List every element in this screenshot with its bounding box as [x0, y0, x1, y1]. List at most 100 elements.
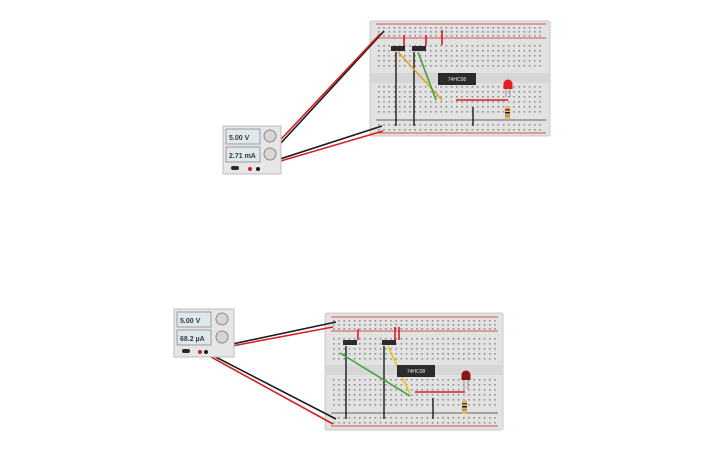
breadboard-hole[interactable] — [409, 111, 411, 113]
breadboard-hole[interactable] — [468, 324, 470, 326]
breadboard-hole[interactable] — [353, 358, 356, 360]
breadboard-hole[interactable] — [482, 31, 484, 33]
breadboard-hole[interactable] — [333, 399, 335, 401]
breadboard-hole[interactable] — [364, 384, 366, 386]
breadboard-hole[interactable] — [528, 106, 531, 108]
breadboard-hole[interactable] — [378, 27, 380, 29]
breadboard-hole[interactable] — [518, 86, 520, 88]
breadboard-hole[interactable] — [445, 86, 448, 88]
breadboard-hole[interactable] — [461, 45, 463, 47]
breadboard-hole[interactable] — [463, 399, 465, 401]
breadboard-hole[interactable] — [508, 65, 510, 67]
breadboard-hole[interactable] — [492, 129, 494, 131]
breadboard-hole[interactable] — [502, 65, 505, 67]
breadboard-hole[interactable] — [404, 124, 406, 126]
breadboard-hole[interactable] — [364, 389, 366, 391]
breadboard-hole[interactable] — [424, 91, 427, 93]
power-switch[interactable] — [231, 166, 239, 170]
breadboard-hole[interactable] — [364, 399, 366, 401]
current-knob[interactable] — [263, 147, 277, 161]
breadboard-hole[interactable] — [463, 320, 465, 322]
breadboard-hole[interactable] — [497, 31, 500, 33]
breadboard-hole[interactable] — [456, 50, 458, 52]
breadboard-hole[interactable] — [463, 394, 465, 396]
breadboard-hole[interactable] — [440, 91, 442, 93]
breadboard-hole[interactable] — [353, 384, 356, 386]
breadboard-hole[interactable] — [523, 45, 526, 47]
breadboard-hole[interactable] — [426, 353, 429, 355]
breadboard-hole[interactable] — [482, 101, 484, 103]
breadboard-hole[interactable] — [426, 394, 429, 396]
breadboard-hole[interactable] — [478, 399, 481, 401]
breadboard-hole[interactable] — [364, 324, 366, 326]
breadboard-hole[interactable] — [482, 91, 484, 93]
breadboard-hole[interactable] — [369, 348, 371, 350]
breadboard-hole[interactable] — [456, 111, 458, 113]
breadboard-hole[interactable] — [466, 101, 468, 103]
breadboard-hole[interactable] — [518, 111, 520, 113]
breadboard-hole[interactable] — [374, 399, 377, 401]
breadboard-hole[interactable] — [416, 358, 418, 360]
breadboard-hole[interactable] — [508, 129, 510, 131]
breadboard-hole[interactable] — [400, 348, 403, 350]
breadboard-hole[interactable] — [478, 324, 481, 326]
breadboard-hole[interactable] — [437, 348, 439, 350]
breadboard-hole[interactable] — [528, 91, 531, 93]
breadboard-hole[interactable] — [483, 389, 486, 391]
breadboard-hole[interactable] — [539, 55, 541, 57]
breadboard-hole[interactable] — [430, 60, 432, 62]
breadboard-hole[interactable] — [398, 91, 401, 93]
breadboard-hole[interactable] — [523, 86, 526, 88]
breadboard-hole[interactable] — [447, 348, 449, 350]
breadboard-hole[interactable] — [400, 358, 403, 360]
breadboard-hole[interactable] — [359, 384, 361, 386]
breadboard-hole[interactable] — [388, 35, 390, 37]
breadboard-hole[interactable] — [414, 101, 416, 103]
power-supply-1[interactable]: 5.00 V 2.71 mA — [222, 125, 282, 175]
breadboard-hole[interactable] — [338, 399, 340, 401]
breadboard-hole[interactable] — [447, 404, 449, 406]
breadboard-hole[interactable] — [390, 399, 392, 401]
breadboard-hole[interactable] — [487, 96, 489, 98]
breadboard-hole[interactable] — [473, 384, 475, 386]
breadboard-hole[interactable] — [487, 124, 489, 126]
breadboard-hole[interactable] — [405, 358, 408, 360]
breadboard-hole[interactable] — [390, 417, 392, 419]
breadboard-hole[interactable] — [471, 96, 474, 98]
breadboard-hole[interactable] — [497, 96, 500, 98]
breadboard-hole[interactable] — [437, 379, 439, 381]
breadboard-hole[interactable] — [431, 394, 434, 396]
breadboard-hole[interactable] — [483, 358, 486, 360]
breadboard-hole[interactable] — [492, 31, 494, 33]
breadboard-hole[interactable] — [534, 45, 536, 47]
breadboard-hole[interactable] — [343, 379, 345, 381]
breadboard-hole[interactable] — [411, 320, 413, 322]
breadboard-hole[interactable] — [383, 86, 385, 88]
breadboard-hole[interactable] — [497, 35, 500, 37]
breadboard-hole[interactable] — [353, 324, 356, 326]
breadboard-hole[interactable] — [450, 96, 453, 98]
breadboard-hole[interactable] — [404, 55, 406, 57]
pushbutton[interactable] — [412, 46, 426, 51]
breadboard-hole[interactable] — [476, 55, 479, 57]
breadboard-hole[interactable] — [364, 353, 366, 355]
breadboard-hole[interactable] — [369, 358, 371, 360]
breadboard-hole[interactable] — [383, 35, 385, 37]
breadboard-hole[interactable] — [353, 417, 356, 419]
breadboard-hole[interactable] — [424, 86, 427, 88]
breadboard-hole[interactable] — [359, 328, 361, 330]
current-knob[interactable] — [215, 330, 229, 344]
breadboard-hole[interactable] — [379, 353, 382, 355]
breadboard-hole[interactable] — [518, 35, 520, 37]
breadboard-hole[interactable] — [452, 384, 455, 386]
breadboard-hole[interactable] — [435, 96, 437, 98]
breadboard-hole[interactable] — [430, 45, 432, 47]
breadboard-hole[interactable] — [385, 394, 387, 396]
breadboard-hole[interactable] — [421, 328, 423, 330]
breadboard-hole[interactable] — [388, 86, 390, 88]
breadboard-hole[interactable] — [478, 404, 481, 406]
breadboard-hole[interactable] — [379, 320, 382, 322]
breadboard-hole[interactable] — [424, 55, 427, 57]
breadboard-hole[interactable] — [426, 328, 429, 330]
breadboard-hole[interactable] — [473, 389, 475, 391]
